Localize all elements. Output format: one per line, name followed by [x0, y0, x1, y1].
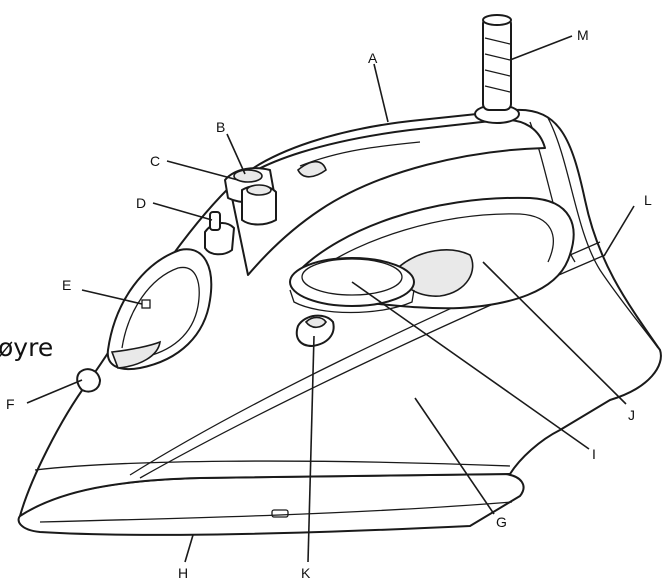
leader-lines	[26, 35, 635, 563]
label-a: A	[368, 50, 378, 66]
label-e: E	[62, 277, 71, 293]
label-f: F	[6, 396, 15, 412]
label-c: C	[150, 153, 160, 169]
label-b: B	[216, 119, 225, 135]
label-i: I	[592, 446, 596, 462]
label-h: H	[178, 565, 188, 581]
spray-buttons	[224, 167, 277, 226]
steam-selector	[204, 211, 235, 256]
label-k: K	[301, 565, 311, 581]
handle	[229, 118, 546, 276]
temperature-dial	[106, 248, 213, 370]
label-d: D	[136, 195, 146, 211]
part-labels: A B C D E F G H I J K L M	[6, 27, 652, 581]
label-g: G	[496, 514, 507, 530]
label-m: M	[577, 27, 589, 43]
label-l: L	[644, 192, 652, 208]
cord-guard	[474, 14, 520, 124]
spray-nozzle	[76, 368, 101, 393]
partial-side-word: øyre	[0, 333, 53, 362]
self-clean-button	[295, 314, 335, 347]
label-j: J	[628, 407, 635, 423]
